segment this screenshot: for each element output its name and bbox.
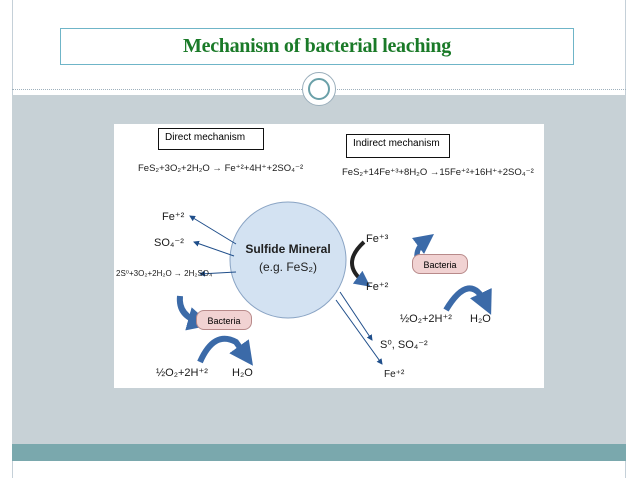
right-fe-bottom-label: Fe⁺² (384, 369, 405, 380)
leaching-diagram: Direct mechanism Indirect mechanism FeS₂… (114, 124, 544, 388)
arrow-to-fe-bottom (335, 299, 383, 365)
right-o2-label: ½O₂+2H⁺² (400, 313, 452, 325)
footer-band (12, 444, 626, 461)
fe-cycle-arrow (350, 240, 371, 287)
left-o2-label: ½O₂+2H⁺² (156, 367, 208, 379)
mineral-example: (e.g. FeS₂) (258, 260, 317, 274)
arrow-to-sulfur-eq (199, 270, 237, 277)
right-lower-curve-arrow (443, 285, 492, 315)
arrow-to-s0 (339, 291, 373, 341)
mineral-label: Sulfide Mineral (245, 242, 331, 256)
left-curve-arrow-lower (197, 335, 253, 366)
bacteria-left: Bacteria (196, 310, 252, 330)
right-fe2-label: Fe⁺² (366, 281, 389, 293)
circle-ornament-icon (302, 72, 336, 106)
sulfide-mineral-circle (229, 201, 347, 319)
left-sulfur-equation: 2S⁰+3O₂+2H₂O → 2H₂SO₄ (116, 269, 213, 278)
bacteria-right: Bacteria (412, 254, 468, 274)
right-fe3-label: Fe⁺³ (366, 233, 389, 245)
indirect-mechanism-box: Indirect mechanism (346, 134, 450, 158)
direct-mechanism-box: Direct mechanism (158, 128, 264, 150)
arrow-to-so4 (193, 240, 235, 257)
left-so4-label: SO₄⁻² (154, 237, 184, 249)
indirect-equation: FeS₂+14Fe⁺³+8H₂O →15Fe⁺²+16H⁺+2SO₄⁻² (342, 167, 534, 178)
right-sulfur-label: S⁰, SO₄⁻² (380, 339, 428, 351)
left-h2o-label: H₂O (232, 367, 253, 379)
left-fe-label: Fe⁺² (162, 211, 185, 223)
direct-equation: FeS₂+3O₂+2H₂O → Fe⁺²+4H⁺+2SO₄⁻² (138, 163, 304, 174)
slide-title: Mechanism of bacterial leaching (183, 35, 451, 57)
title-box: Mechanism of bacterial leaching (60, 28, 574, 65)
arrow-to-fe (189, 215, 237, 245)
right-h2o-label: H₂O (470, 313, 491, 325)
